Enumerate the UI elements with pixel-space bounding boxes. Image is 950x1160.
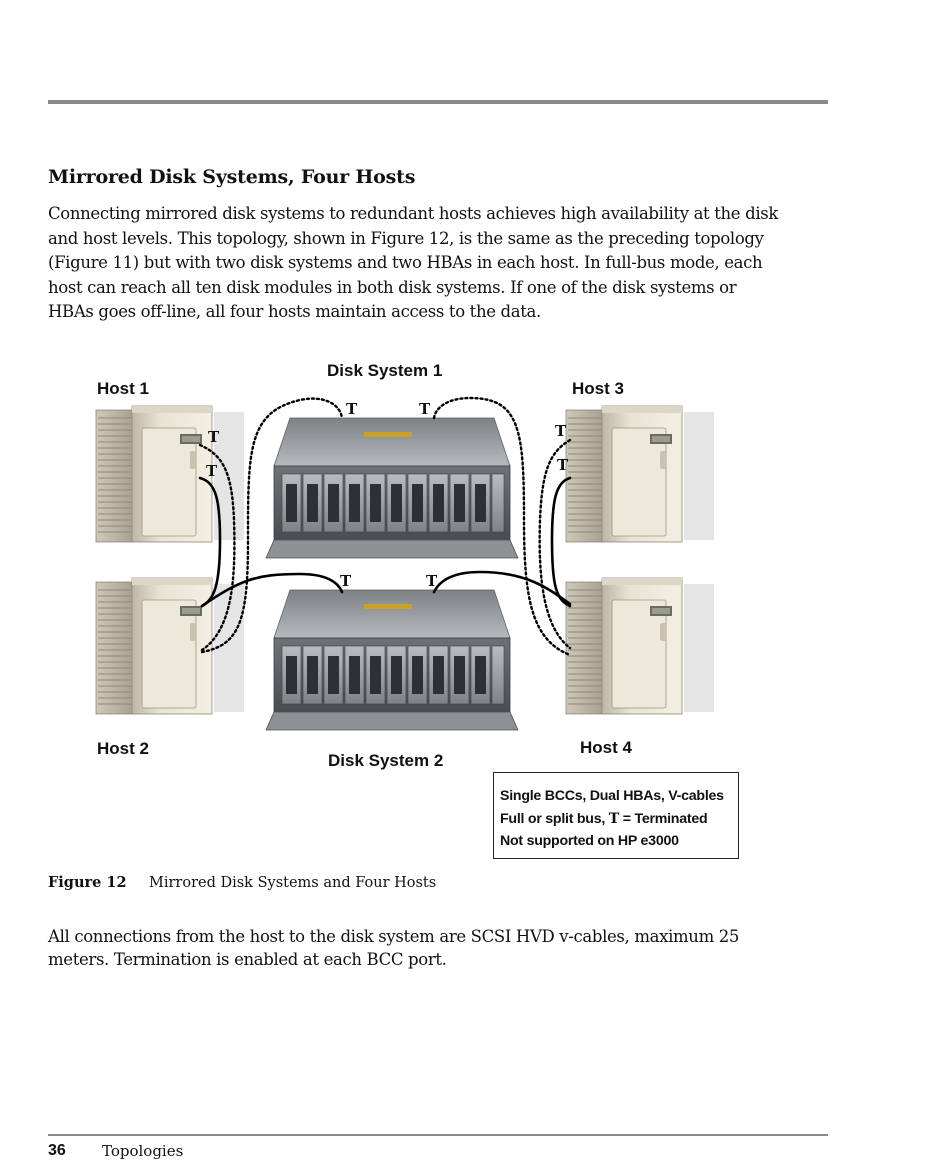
host-1-label: Host 1 [97,379,149,398]
dotted-cable-host2-disk1-left [200,397,344,654]
closing-line: meters. Termination is enabled at each B… [48,949,447,969]
terminator-label: T [426,572,438,590]
host-3-label: Host 3 [572,379,624,398]
terminator-label: T [557,456,569,474]
legend-line-suffix: = Terminated [619,810,708,827]
footer-section-title: Topologies [102,1142,184,1160]
legend-line: Not supported on HP e3000 [500,833,679,849]
host-3-icon [565,395,717,557]
header-rule [48,100,828,104]
dotted-cable-disk1-right-host4 [432,396,572,657]
solid-cable-host2-disk2 [200,572,344,608]
intro-line: and host levels. This topology, shown in… [48,228,764,248]
figure-caption-text: Mirrored Disk Systems and Four Hosts [149,875,437,891]
intro-line: HBAs goes off-line, all four hosts maint… [48,302,541,321]
intro-paragraph: Connecting mirrored disk systems to redu… [48,202,808,325]
intro-line: (Figure 11) but with two disk systems an… [48,253,763,272]
disk-system-1-icon [265,417,519,559]
intro-line: host can reach all ten disk modules in b… [48,277,737,297]
legend-line-prefix: Full or split bus, [500,810,609,827]
host-1-icon [95,395,247,557]
figure-number: Figure 12 [48,874,127,891]
terminator-label: T [555,422,567,440]
disk-system-2-icon [265,589,519,731]
host-4-icon [565,567,717,729]
host-2-label: Host 2 [97,739,149,758]
solid-cable-disk2-host4 [432,570,572,606]
legend-line: Full or split bus, T = Terminated [500,808,738,831]
solid-cable-host1-host2-left [198,476,222,608]
figure-legend: Single BCCs, Dual HBAs, V-cables Full or… [493,772,739,859]
page-number: 36 [48,1142,66,1159]
dotted-cable-host1-top [198,443,236,652]
terminator-label: T [206,462,218,480]
dotted-cable-host3-top [538,438,572,650]
section-heading: Mirrored Disk Systems, Four Hosts [48,166,416,188]
solid-cable-host3-host4-right [550,476,572,608]
disk-system-1-label: Disk System 1 [327,361,443,380]
figure-caption: Figure 12 Mirrored Disk Systems and Four … [48,874,436,891]
footer-rule [48,1134,828,1136]
closing-line: All connections from the host to the dis… [48,927,740,946]
intro-line: Connecting mirrored disk systems to redu… [48,204,779,223]
disk-system-2-label: Disk System 2 [328,751,444,770]
terminator-label: T [419,400,431,418]
legend-terminator-symbol: T [608,810,620,827]
terminator-label: T [208,428,220,446]
host-4-label: Host 4 [580,738,632,757]
legend-line: Single BCCs, Dual HBAs, V-cables [500,788,724,804]
terminator-label: T [346,400,358,418]
closing-paragraph: All connections from the host to the dis… [48,926,808,971]
terminator-label: T [340,572,352,590]
